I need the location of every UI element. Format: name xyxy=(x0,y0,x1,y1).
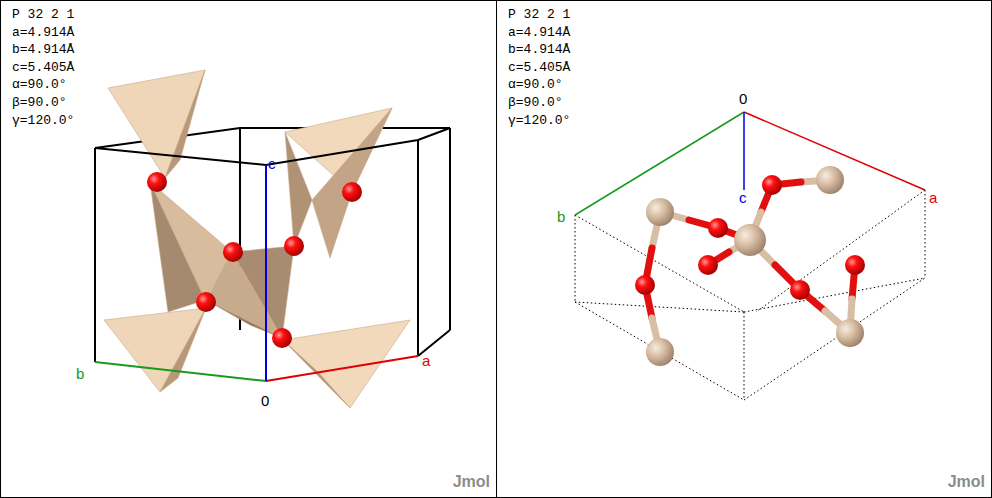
a-axis xyxy=(266,356,418,381)
cell-parameter: α=90.0° xyxy=(12,76,67,93)
cell-parameter: α=90.0° xyxy=(508,76,563,93)
axis-label: a xyxy=(422,353,430,369)
oxygen-atoms xyxy=(147,172,362,348)
axis-label: 0 xyxy=(261,393,269,409)
cell-parameter: γ=120.0° xyxy=(508,112,570,129)
watermark: Jmol xyxy=(948,473,985,491)
cell-parameter: a=4.914Å xyxy=(12,24,74,41)
cell-parameter: P 32 2 1 xyxy=(12,6,74,23)
cell-parameter: β=90.0° xyxy=(508,94,563,111)
axis-label: 0 xyxy=(739,91,747,107)
axis-label: c xyxy=(739,190,747,206)
c-axis xyxy=(743,112,745,190)
axis-label: a xyxy=(929,190,937,206)
unit-cell-dotted xyxy=(575,190,925,400)
cell-parameter: β=90.0° xyxy=(12,94,67,111)
cell-parameter: b=4.914Å xyxy=(508,41,570,58)
cell-parameter: c=5.405Å xyxy=(508,59,570,76)
oxygen-atoms xyxy=(635,175,865,300)
tetrahedra xyxy=(104,70,410,408)
unit-cell-front xyxy=(95,128,450,362)
bonds xyxy=(645,180,855,352)
cell-parameter: P 32 2 1 xyxy=(508,6,570,23)
cell-parameter: b=4.914Å xyxy=(12,41,74,58)
axis-label: b xyxy=(557,209,565,225)
silicon-atoms xyxy=(646,166,864,366)
axis-label: c xyxy=(268,156,276,172)
viewer-panel: P 32 2 1a=4.914Åb=4.914Åc=5.405Åα=90.0°β… xyxy=(0,0,497,498)
viewer-panel: P 32 2 1a=4.914Åb=4.914Åc=5.405Åα=90.0°β… xyxy=(496,0,992,498)
cell-parameter: a=4.914Å xyxy=(508,24,570,41)
axis-label: b xyxy=(76,366,84,382)
cell-parameter: c=5.405Å xyxy=(12,59,74,76)
c-axis xyxy=(265,165,267,381)
watermark: Jmol xyxy=(453,473,490,491)
b-axis xyxy=(95,362,266,381)
cell-parameter: γ=120.0° xyxy=(12,112,74,129)
